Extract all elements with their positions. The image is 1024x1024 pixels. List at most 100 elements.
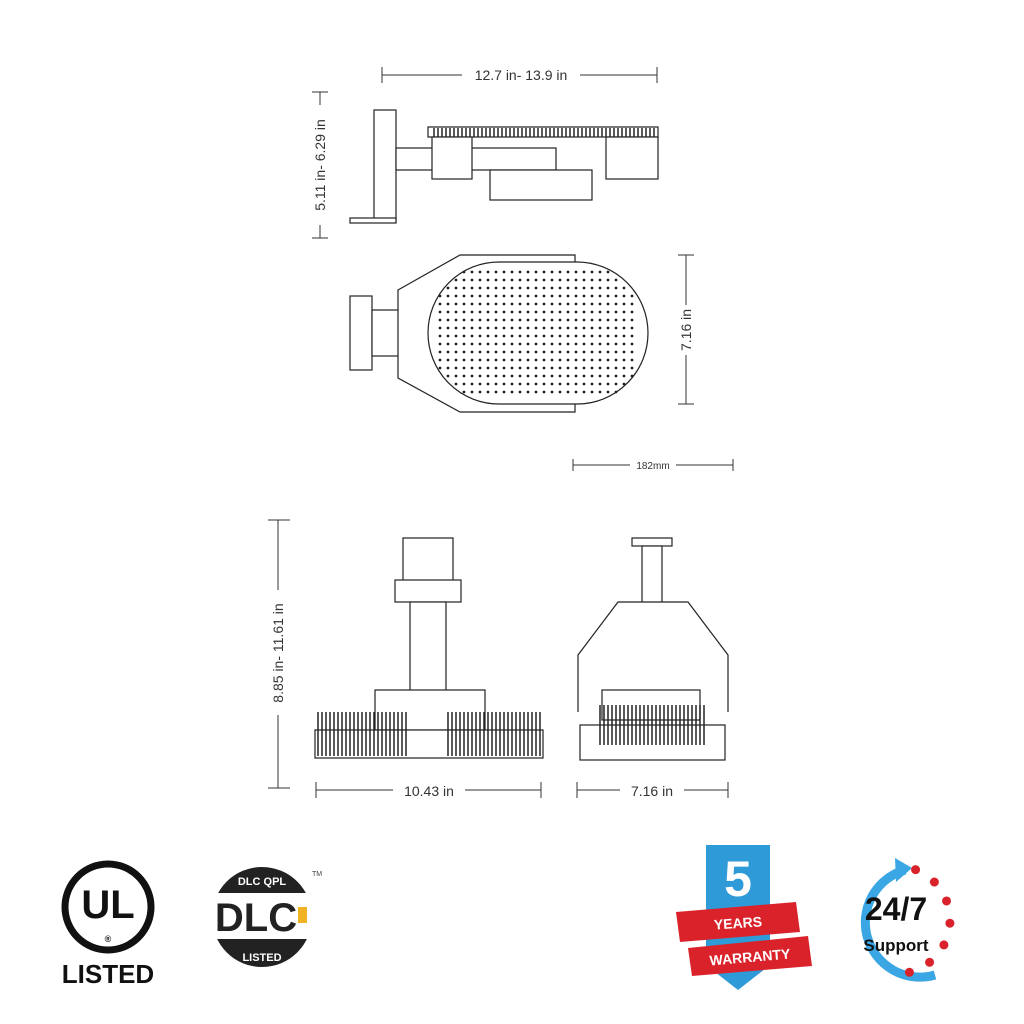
led-dot — [446, 326, 450, 330]
led-dot — [502, 302, 506, 306]
end-view: 7.16 in — [576, 537, 729, 799]
led-dot — [446, 310, 450, 314]
led-dot — [518, 286, 522, 290]
led-dot — [462, 374, 466, 378]
led-dot — [598, 390, 602, 394]
led-dot — [598, 286, 602, 290]
led-dot — [502, 310, 506, 314]
led-dot — [574, 294, 578, 298]
led-dot — [454, 310, 458, 314]
led-dot — [478, 310, 482, 314]
led-dot — [454, 318, 458, 322]
led-dot — [582, 350, 586, 354]
led-dot — [542, 390, 546, 394]
led-dot — [566, 270, 570, 274]
led-dot — [550, 366, 554, 370]
led-dot — [470, 294, 474, 298]
led-dot — [598, 310, 602, 314]
led-dot — [446, 334, 450, 338]
led-dot — [542, 326, 546, 330]
led-dot — [622, 286, 626, 290]
led-dot — [542, 302, 546, 306]
led-dot — [446, 342, 450, 346]
led-dot — [542, 358, 546, 362]
led-dot — [622, 318, 626, 322]
led-dot — [526, 382, 530, 386]
led-dot — [622, 326, 626, 330]
led-dot — [550, 326, 554, 330]
led-dot — [478, 374, 482, 378]
led-dot — [542, 310, 546, 314]
led-dot — [486, 390, 490, 394]
led-dot — [558, 350, 562, 354]
led-dot — [502, 334, 506, 338]
led-dot — [558, 366, 562, 370]
led-dot — [582, 366, 586, 370]
led-dot — [606, 358, 610, 362]
led-dot — [574, 318, 578, 322]
led-dot — [574, 358, 578, 362]
led-dot — [486, 350, 490, 354]
led-dot — [606, 270, 610, 274]
led-dot — [606, 278, 610, 282]
led-dot — [542, 366, 546, 370]
led-dot — [590, 374, 594, 378]
ul-registered-mark: ® — [105, 934, 112, 944]
led-dot — [502, 358, 506, 362]
led-dot — [574, 342, 578, 346]
led-dot — [438, 334, 442, 338]
led-dot — [438, 294, 442, 298]
dlc-bottom-text: LISTED — [242, 952, 281, 964]
led-dot — [598, 374, 602, 378]
led-dot — [590, 334, 594, 338]
led-dot — [590, 270, 594, 274]
led-dot — [550, 334, 554, 338]
led-dot — [494, 358, 498, 362]
led-dot — [582, 390, 586, 394]
led-dot — [582, 326, 586, 330]
warranty-line1: YEARS — [713, 913, 762, 932]
led-dot — [470, 318, 474, 322]
led-dot — [526, 390, 530, 394]
led-dot — [614, 318, 618, 322]
led-dot — [478, 350, 482, 354]
led-dot — [558, 358, 562, 362]
end-width-label: 7.16 in — [631, 783, 673, 799]
led-dot — [558, 302, 562, 306]
led-dot — [542, 342, 546, 346]
led-dot — [526, 310, 530, 314]
led-dot — [518, 326, 522, 330]
top-view: 7.16 in 182mm — [349, 254, 734, 472]
led-dot — [590, 278, 594, 282]
led-dot — [630, 366, 634, 370]
led-dot — [494, 270, 498, 274]
led-dot — [558, 326, 562, 330]
led-dot — [590, 302, 594, 306]
led-dot — [574, 326, 578, 330]
led-dot — [502, 366, 506, 370]
led-dot — [494, 294, 498, 298]
led-dot — [502, 382, 506, 386]
side-height-label: 5.11 in- 6.29 in — [312, 119, 328, 211]
led-dot — [590, 390, 594, 394]
led-dot — [462, 382, 466, 386]
led-dot — [510, 318, 514, 322]
led-dot — [606, 366, 610, 370]
support-dot — [925, 957, 935, 967]
led-dot — [494, 278, 498, 282]
support-badge: 24/7 Support — [860, 858, 955, 982]
led-dot — [478, 390, 482, 394]
led-dot — [510, 270, 514, 274]
led-dot — [534, 310, 538, 314]
led-dot — [606, 286, 610, 290]
led-dot — [470, 278, 474, 282]
led-dot — [606, 350, 610, 354]
led-dot — [486, 334, 490, 338]
led-dot — [478, 318, 482, 322]
led-dot — [630, 318, 634, 322]
led-dot — [558, 382, 562, 386]
led-dot — [510, 326, 514, 330]
led-dot — [590, 382, 594, 386]
led-dot — [518, 358, 522, 362]
led-dot — [582, 374, 586, 378]
